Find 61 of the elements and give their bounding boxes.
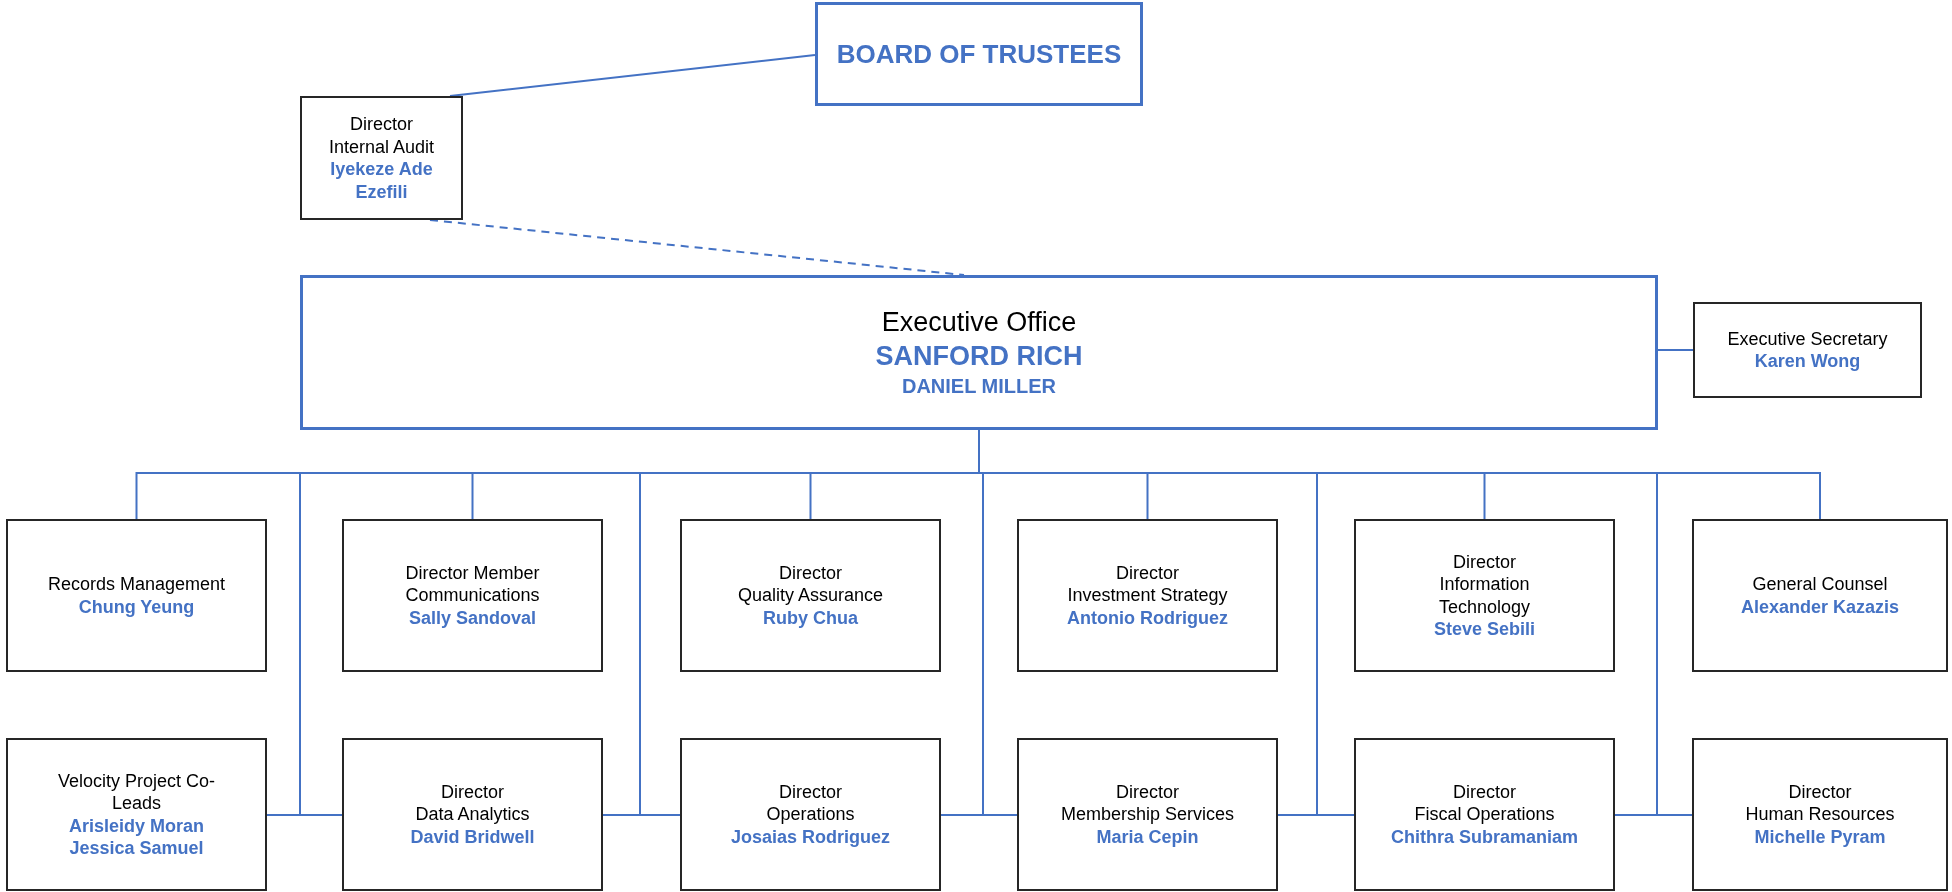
- position-title: Data Analytics: [415, 803, 530, 826]
- position-box: [1017, 738, 1278, 891]
- person-name: Arisleidy Moran: [68, 814, 204, 837]
- position-box: [1354, 738, 1615, 891]
- position-title: Quality Assurance: [737, 584, 884, 607]
- highlighted-box: [300, 275, 1658, 430]
- position-title: Velocity Project Co-Leads: [56, 769, 217, 815]
- person-name: David Bridwell: [410, 825, 535, 849]
- person-name: Alexander Kazazis: [1740, 595, 1900, 618]
- position-title: Director: [350, 113, 413, 136]
- position-title: Fiscal Operations: [1414, 803, 1555, 826]
- position-title: General Counsel: [1752, 573, 1888, 596]
- position-title: Operations: [766, 803, 855, 826]
- position-title: Director: [1788, 780, 1852, 804]
- position-title: Director: [779, 561, 842, 585]
- person-name: Chithra Subramaniam: [1390, 825, 1578, 849]
- position-box: [1692, 519, 1948, 672]
- position-box: [1693, 302, 1922, 398]
- person-name: Michelle Pyram: [1754, 825, 1886, 849]
- person-name: Antonio Rodriguez: [1067, 606, 1228, 630]
- position-title: Records Management: [47, 573, 226, 596]
- position-title: Executive Office: [881, 306, 1077, 340]
- position-box: [342, 738, 603, 891]
- position-title: Investment Strategy: [1067, 584, 1228, 607]
- person-name: Chung Yeung: [78, 595, 195, 618]
- person-name: Karen Wong: [1754, 350, 1861, 373]
- person-name: Sally Sandoval: [408, 606, 537, 630]
- person-name: Steve Sebili: [1433, 618, 1536, 641]
- highlighted-box: [815, 2, 1143, 106]
- position-box: [342, 519, 603, 672]
- position-box: [6, 519, 267, 672]
- position-title: Director: [1116, 561, 1179, 585]
- position-title: Information Technology: [1437, 573, 1532, 618]
- person-name: SANFORD RICH: [875, 340, 1083, 373]
- position-box: [1692, 738, 1948, 891]
- person-name: Jessica Samuel: [69, 837, 204, 860]
- position-box: [1017, 519, 1278, 672]
- position-title: Director: [1453, 780, 1516, 804]
- position-title: Director Member Communications: [404, 561, 541, 607]
- connector-line: [429, 219, 965, 276]
- connector-line: [449, 54, 816, 97]
- position-title: Executive Secretary: [1727, 327, 1888, 350]
- position-box: [300, 96, 463, 220]
- person-name: Josaias Rodriguez: [730, 825, 890, 849]
- position-title: Internal Audit: [328, 135, 435, 158]
- person-name: DANIEL MILLER: [901, 373, 1057, 399]
- person-name: Maria Cepin: [1096, 825, 1199, 849]
- position-box: [680, 738, 941, 891]
- position-box: [1354, 519, 1615, 672]
- position-title: Human Resources: [1745, 803, 1895, 826]
- person-name: Ruby Chua: [763, 606, 858, 630]
- position-title: Director: [1116, 780, 1179, 804]
- connector-line: [1657, 349, 1694, 351]
- position-box: [680, 519, 941, 672]
- position-box: [6, 738, 267, 891]
- position-title: Director: [1453, 550, 1516, 573]
- person-name: BOARD OF TRUSTEES: [836, 37, 1122, 71]
- position-title: Director: [441, 780, 504, 804]
- position-title: Membership Services: [1060, 803, 1235, 826]
- position-title: Director: [779, 780, 842, 804]
- person-name: Iyekeze Ade Ezefili: [329, 158, 434, 203]
